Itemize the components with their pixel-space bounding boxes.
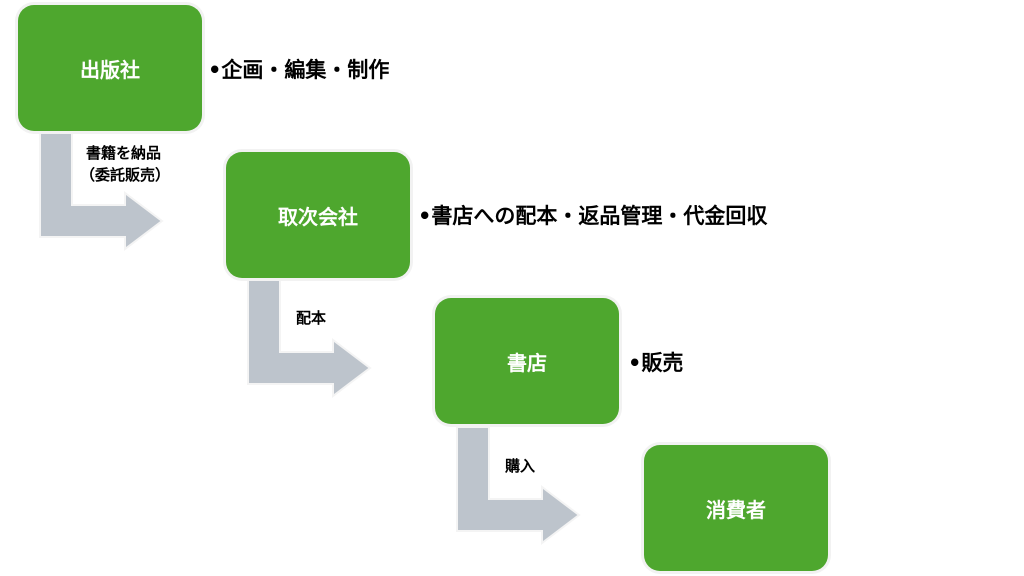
- edge-label-2: 配本: [296, 309, 327, 327]
- edge-label-1: 書籍を納品 （委託販売）: [80, 142, 170, 186]
- node-label: 出版社: [80, 57, 140, 82]
- node-label: 消費者: [706, 497, 766, 522]
- node-publisher: 出版社: [18, 5, 202, 131]
- node-distributor: 取次会社: [226, 152, 410, 278]
- edge-label-line: 書籍を納品: [86, 144, 162, 162]
- flow-arrow-1: [39, 132, 164, 252]
- publisher-note: •企画・編集・制作: [208, 58, 390, 82]
- flow-arrow-3: [456, 426, 581, 546]
- node-label: 取次会社: [278, 204, 358, 229]
- bookstore-note: •販売: [628, 351, 684, 375]
- edge-label-3: 購入: [505, 457, 536, 475]
- node-consumer: 消費者: [644, 445, 828, 571]
- node-label: 書店: [507, 350, 547, 375]
- node-bookstore: 書店: [435, 298, 619, 424]
- edge-label-line: （委託販売）: [80, 166, 171, 184]
- distributor-note: •書店への配本・返品管理・代金回収: [418, 204, 768, 228]
- flow-arrow-2: [247, 279, 372, 399]
